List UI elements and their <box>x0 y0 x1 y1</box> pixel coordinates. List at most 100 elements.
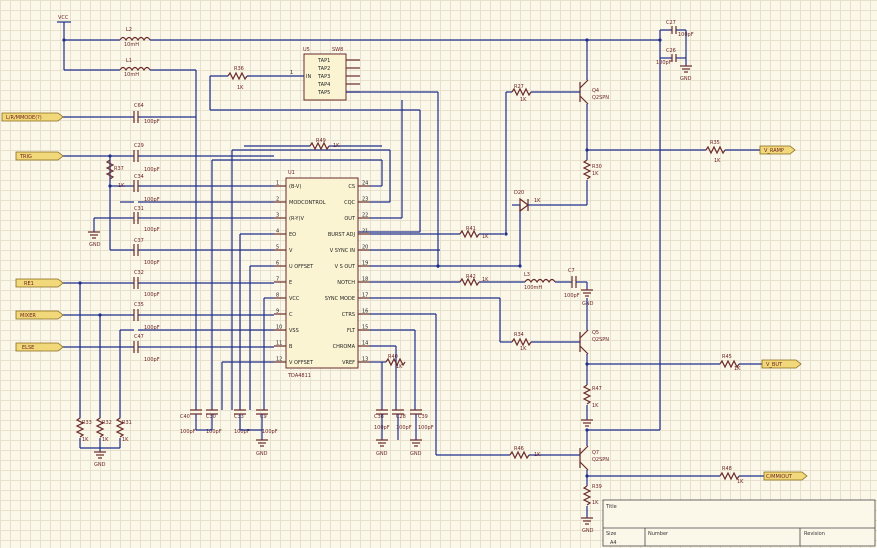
port-v-ramp[interactable]: V_RAMP <box>759 145 796 155</box>
port-else[interactable]: ELSE <box>15 342 64 352</box>
svg-text:1K: 1K <box>592 171 599 177</box>
resistor-r47: R47 1K <box>581 384 660 431</box>
title-block-number: Number <box>648 531 669 537</box>
port-v-but[interactable]: V_BUT <box>761 359 802 369</box>
resistor-r33: R40 1K <box>385 354 406 370</box>
svg-text:R45: R45 <box>722 354 732 360</box>
resistor-r48: R48 1K <box>587 466 764 485</box>
u1-pin-name: SYNC MODE <box>325 296 355 302</box>
svg-text:100pF: 100pF <box>206 429 222 435</box>
svg-text:1K: 1K <box>333 143 340 149</box>
u1-pin-number: 20 <box>362 245 368 251</box>
svg-text:1K: 1K <box>520 97 527 103</box>
svg-text:Q4: Q4 <box>592 88 599 94</box>
u1-pin-left: 1(B-V) <box>274 181 301 190</box>
capacitor-c26: C26 100pF <box>656 48 686 66</box>
svg-text:1K: 1K <box>592 403 599 409</box>
svg-text:100pF: 100pF <box>144 260 160 266</box>
left-wires <box>62 116 274 418</box>
u1-pin-number: 2 <box>276 197 279 203</box>
svg-text:100pF: 100pF <box>144 292 160 298</box>
port-re1[interactable]: RE1 <box>15 278 64 288</box>
u1-pin-name: U OFFSET <box>289 264 314 270</box>
diode-d20: D20 1K <box>512 190 541 266</box>
transistor-q4: Q4 Q2SPN <box>579 79 609 160</box>
u1-pin-number: 17 <box>362 293 368 299</box>
svg-text:Q2SPN: Q2SPN <box>592 95 609 101</box>
u1-pin-number: 12 <box>276 357 282 363</box>
svg-text:1K: 1K <box>396 364 403 370</box>
svg-text:L1: L1 <box>126 58 132 64</box>
l1-rail <box>150 69 197 410</box>
transistor-q7: Q7 Q2SPN <box>579 430 609 486</box>
svg-text:GND: GND <box>582 528 594 534</box>
port-trig[interactable]: TRIG <box>15 151 64 161</box>
u1-pin-name: BURST ADJ <box>328 232 355 238</box>
port-c-mmiout[interactable]: C/MMIOUT <box>763 471 808 481</box>
svg-text:L2: L2 <box>126 27 132 33</box>
svg-text:C37: C37 <box>134 238 144 244</box>
svg-text:R39: R39 <box>592 484 602 490</box>
svg-text:100pF: 100pF <box>144 119 160 125</box>
resistor-r45: R45 1K <box>587 354 762 372</box>
resistor-r42: R42 1K <box>459 274 525 287</box>
svg-text:Q2SPN: Q2SPN <box>592 457 609 463</box>
top-rail <box>150 29 672 430</box>
svg-text:L3: L3 <box>524 272 530 278</box>
u1-pin-left: 4EO <box>274 229 296 238</box>
u1-pin-number: 15 <box>362 325 368 331</box>
u1-pin-left: 5V <box>274 245 293 254</box>
svg-text:Q7: Q7 <box>592 450 599 456</box>
u1-pin-right: 20V SYNC IN <box>330 245 370 254</box>
inductor-l2: L2 10mH <box>119 27 151 48</box>
u1-pin-right: 19V S OUT <box>335 261 370 270</box>
svg-text:R41: R41 <box>466 226 476 232</box>
svg-text:C35: C35 <box>134 302 144 308</box>
svg-text:1K: 1K <box>82 437 89 443</box>
svg-text:C34: C34 <box>134 174 144 180</box>
u1-pin-number: 22 <box>362 213 368 219</box>
capacitor-c7: C7 100pF GND <box>564 268 594 307</box>
vcc-label: VCC <box>58 15 69 21</box>
svg-text:GND: GND <box>582 301 594 307</box>
svg-text:100pF: 100pF <box>144 227 160 233</box>
resistor-r35: R35 1K <box>587 140 760 164</box>
port-lr-mmode[interactable]: L/R/MMODE(?) <box>1 112 64 122</box>
svg-text:ELSE: ELSE <box>22 345 34 351</box>
svg-text:10mH: 10mH <box>124 72 139 78</box>
resistor-r39: R39 1K GND <box>581 484 602 534</box>
svg-text:R32: R32 <box>102 420 112 426</box>
port-mixer[interactable]: MIXER <box>15 310 64 320</box>
u1-pin-name: B <box>289 344 293 350</box>
u1-pin-name: FLT <box>347 328 356 334</box>
resistor-r34: R34 1K <box>499 298 580 352</box>
svg-text:1: 1 <box>290 70 293 76</box>
svg-text:1K: 1K <box>237 85 244 91</box>
inductor-l3: L3 100mH <box>524 272 572 291</box>
resistor-r46: R46 1K <box>509 446 580 460</box>
ground-left: GND <box>88 231 101 248</box>
svg-text:R35: R35 <box>710 140 720 146</box>
svg-text:100pF: 100pF <box>396 425 412 431</box>
u1-pin-name: C <box>289 312 293 318</box>
u1-pin-number: 6 <box>276 261 279 267</box>
svg-text:R31: R31 <box>122 420 132 426</box>
svg-text:R27: R27 <box>514 84 524 90</box>
u1-pin-number: 24 <box>362 181 368 187</box>
transistor-q5: Q5 Q2SPN <box>579 298 609 385</box>
u1-pin-name: CHROMA <box>333 344 356 350</box>
svg-text:100pF: 100pF <box>418 425 434 431</box>
u1-pin-left: 7E <box>274 277 292 286</box>
u1-pin-left: 12V OFFSET <box>274 357 314 366</box>
svg-text:10mH: 10mH <box>124 42 139 48</box>
svg-text:R33: R33 <box>82 420 92 426</box>
u1-pin-name: CQC <box>344 200 355 206</box>
svg-text:GND: GND <box>410 451 422 457</box>
svg-text:1K: 1K <box>534 198 541 204</box>
u1-pin-name: NOTCH <box>337 280 355 286</box>
svg-text:100pF: 100pF <box>656 60 672 66</box>
u1-pin-name: OUT <box>344 216 356 222</box>
